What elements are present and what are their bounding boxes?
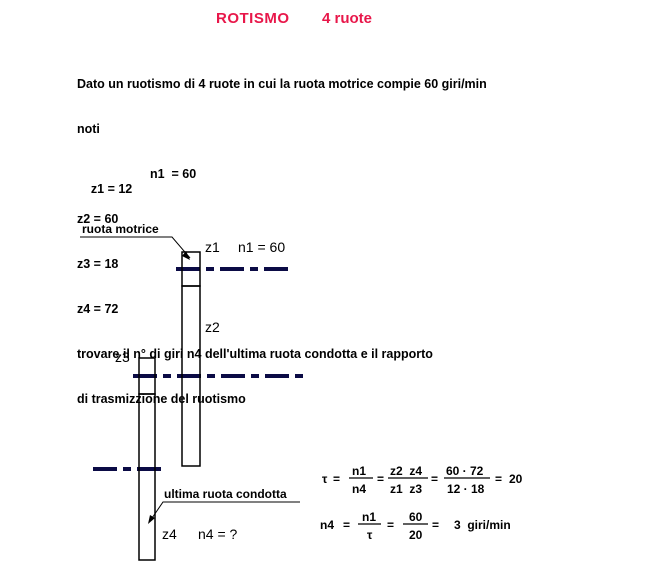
label-ruota-motrice: ruota motrice (82, 222, 159, 236)
tau-result: 20 (509, 472, 523, 486)
label-z2: z2 (205, 319, 220, 335)
eq-sign: = (431, 472, 438, 486)
tau-symbol: τ (322, 472, 328, 486)
leader-motrice-arrowhead (182, 251, 190, 260)
frac-num-values: 60 · 72 (446, 464, 484, 478)
frac-n1: n1 (362, 510, 376, 524)
title-sub: 4 ruote (322, 10, 373, 27)
problem-statement: Dato un ruotismo di 4 ruote in cui la ru… (77, 47, 487, 422)
given-z4: z4 = 72 (77, 302, 119, 316)
given-n1: n1 = 60 (150, 167, 197, 181)
gear-z2 (181, 285, 201, 467)
n4-lhs: n4 (320, 518, 334, 532)
eq-sign: = (495, 472, 502, 486)
label-z4: z4 (162, 526, 177, 542)
frac-tau: τ (367, 528, 373, 542)
frac-den-values: 12 · 18 (447, 482, 485, 496)
problem-z1-row: z1 = 12 n1 = 60 (77, 167, 487, 196)
frac-n4: n4 (352, 482, 366, 496)
formula-n4: n4 = n1 τ = 60 20 = 3 giri/min (320, 510, 511, 542)
label-n4: n4 = ? (198, 526, 238, 542)
label-z3: z3 (115, 349, 130, 365)
n4-result: 3 giri/min (454, 518, 511, 532)
leader-condotta-arrowhead (148, 515, 155, 524)
gear-z4 (138, 393, 156, 561)
frac-20: 20 (409, 528, 423, 542)
frac-z2z4: z2 z4 (390, 464, 422, 478)
eq-sign: = (432, 518, 439, 532)
frac-60: 60 (409, 510, 423, 524)
eq-sign: = (387, 518, 394, 532)
problem-intro: Dato un ruotismo di 4 ruote in cui la ru… (77, 77, 487, 91)
formula-tau: τ = n1 n4 = z2 z4 z1 z3 = 60 · 72 12 · 1… (322, 464, 523, 496)
eq-sign: = (343, 518, 350, 532)
given-z2: z2 = 60 (77, 212, 119, 226)
label-z1: z1 (205, 239, 220, 255)
given-z1: z1 = 12 (90, 182, 133, 196)
frac-n1: n1 (352, 464, 366, 478)
problem-find-2: di trasmizzione del ruotismo (77, 392, 246, 406)
leader-condotta (149, 501, 300, 522)
given-z3: z3 = 18 (77, 257, 119, 271)
label-ultima-ruota-condotta: ultima ruota condotta (164, 487, 287, 501)
eq-sign: = (377, 472, 384, 486)
title-main: ROTISMO (216, 10, 290, 27)
eq-sign: = (333, 472, 340, 486)
leader-motrice (80, 236, 191, 259)
frac-z1z3: z1 z3 (390, 482, 422, 496)
label-n1: n1 = 60 (238, 239, 285, 255)
problem-noti: noti (77, 122, 100, 136)
